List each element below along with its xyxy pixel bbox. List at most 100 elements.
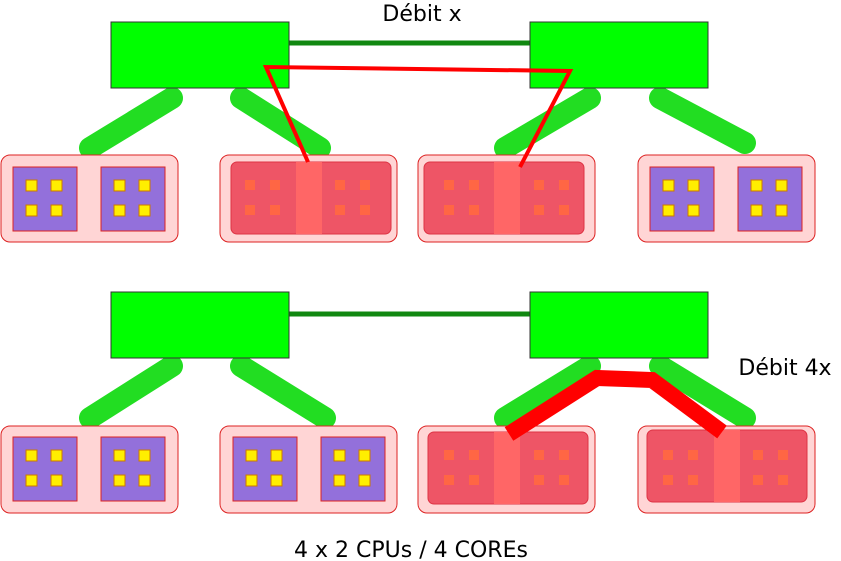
top-uplink-0 — [79, 87, 183, 159]
bottom-uplinks — [79, 355, 756, 429]
core — [534, 180, 544, 190]
core — [663, 450, 673, 460]
core — [469, 180, 479, 190]
bottom-uplink-2 — [494, 355, 601, 429]
cpu — [232, 436, 298, 502]
core — [270, 205, 280, 215]
bottom-uplink-1 — [230, 355, 336, 429]
top-node-2-highlighted — [417, 154, 596, 243]
bottom-uplink-0 — [79, 355, 183, 429]
core — [25, 449, 38, 462]
core — [360, 205, 370, 215]
core — [559, 180, 569, 190]
core — [25, 474, 38, 487]
top-switch-left — [110, 21, 290, 89]
core — [333, 449, 346, 462]
core — [444, 450, 454, 460]
core — [444, 180, 454, 190]
cpu — [12, 436, 78, 502]
top-diagram: Débit x — [0, 2, 816, 243]
cpu — [100, 166, 166, 232]
top-uplink-1 — [230, 87, 331, 159]
core — [25, 179, 38, 192]
bottom-rate-label: Débit 4x — [738, 356, 831, 381]
top-uplink-3 — [649, 87, 756, 154]
core — [333, 474, 346, 487]
core — [444, 205, 454, 215]
top-rate-label: Débit x — [382, 2, 461, 27]
core — [50, 179, 63, 192]
core — [750, 179, 763, 192]
core — [775, 204, 788, 217]
core — [50, 449, 63, 462]
core — [270, 449, 283, 462]
core — [113, 474, 126, 487]
core — [775, 179, 788, 192]
core — [662, 179, 675, 192]
core — [559, 475, 569, 485]
core — [688, 450, 698, 460]
cpu — [100, 436, 166, 502]
core — [778, 450, 788, 460]
core — [138, 179, 151, 192]
core — [444, 475, 454, 485]
top-uplinks — [79, 87, 756, 159]
core — [113, 204, 126, 217]
core — [750, 204, 763, 217]
core — [534, 205, 544, 215]
core — [753, 450, 763, 460]
core — [113, 179, 126, 192]
core — [534, 475, 544, 485]
top-switch-right — [529, 21, 709, 89]
cpu — [737, 166, 803, 232]
core — [688, 475, 698, 485]
bottom-node-0 — [0, 425, 179, 514]
core — [469, 450, 479, 460]
core — [687, 179, 700, 192]
core — [559, 450, 569, 460]
cpu — [12, 166, 78, 232]
core — [138, 449, 151, 462]
core — [559, 205, 569, 215]
core — [245, 205, 255, 215]
core — [469, 475, 479, 485]
cpu — [320, 436, 386, 502]
top-node-0 — [0, 154, 179, 243]
core — [534, 450, 544, 460]
core — [662, 204, 675, 217]
top-comm-path — [262, 64, 574, 168]
core — [245, 180, 255, 190]
bottom-uplink-3 — [649, 355, 756, 429]
bottom-node-3-highlighted — [637, 425, 816, 514]
bottom-node-2-highlighted — [417, 425, 596, 514]
core — [270, 180, 280, 190]
core — [50, 474, 63, 487]
bottom-node-1 — [219, 425, 398, 514]
core — [245, 474, 258, 487]
core — [138, 204, 151, 217]
core — [778, 475, 788, 485]
core — [138, 474, 151, 487]
core — [687, 204, 700, 217]
bottom-switch-left — [110, 291, 290, 359]
core — [270, 474, 283, 487]
core — [360, 180, 370, 190]
core — [358, 449, 371, 462]
top-uplink-2 — [494, 87, 601, 159]
core — [245, 449, 258, 462]
core — [50, 204, 63, 217]
bottom-comm-path — [504, 369, 727, 441]
core — [335, 180, 345, 190]
cpu — [649, 166, 715, 232]
top-node-1-highlighted — [219, 154, 398, 243]
core — [25, 204, 38, 217]
core — [358, 474, 371, 487]
bottom-diagram: Débit 4x — [0, 291, 832, 514]
caption: 4 x 2 CPUs / 4 COREs — [294, 538, 528, 561]
core — [469, 205, 479, 215]
top-node-3 — [637, 154, 816, 243]
core — [753, 475, 763, 485]
core — [663, 475, 673, 485]
bottom-switch-right — [529, 291, 709, 359]
